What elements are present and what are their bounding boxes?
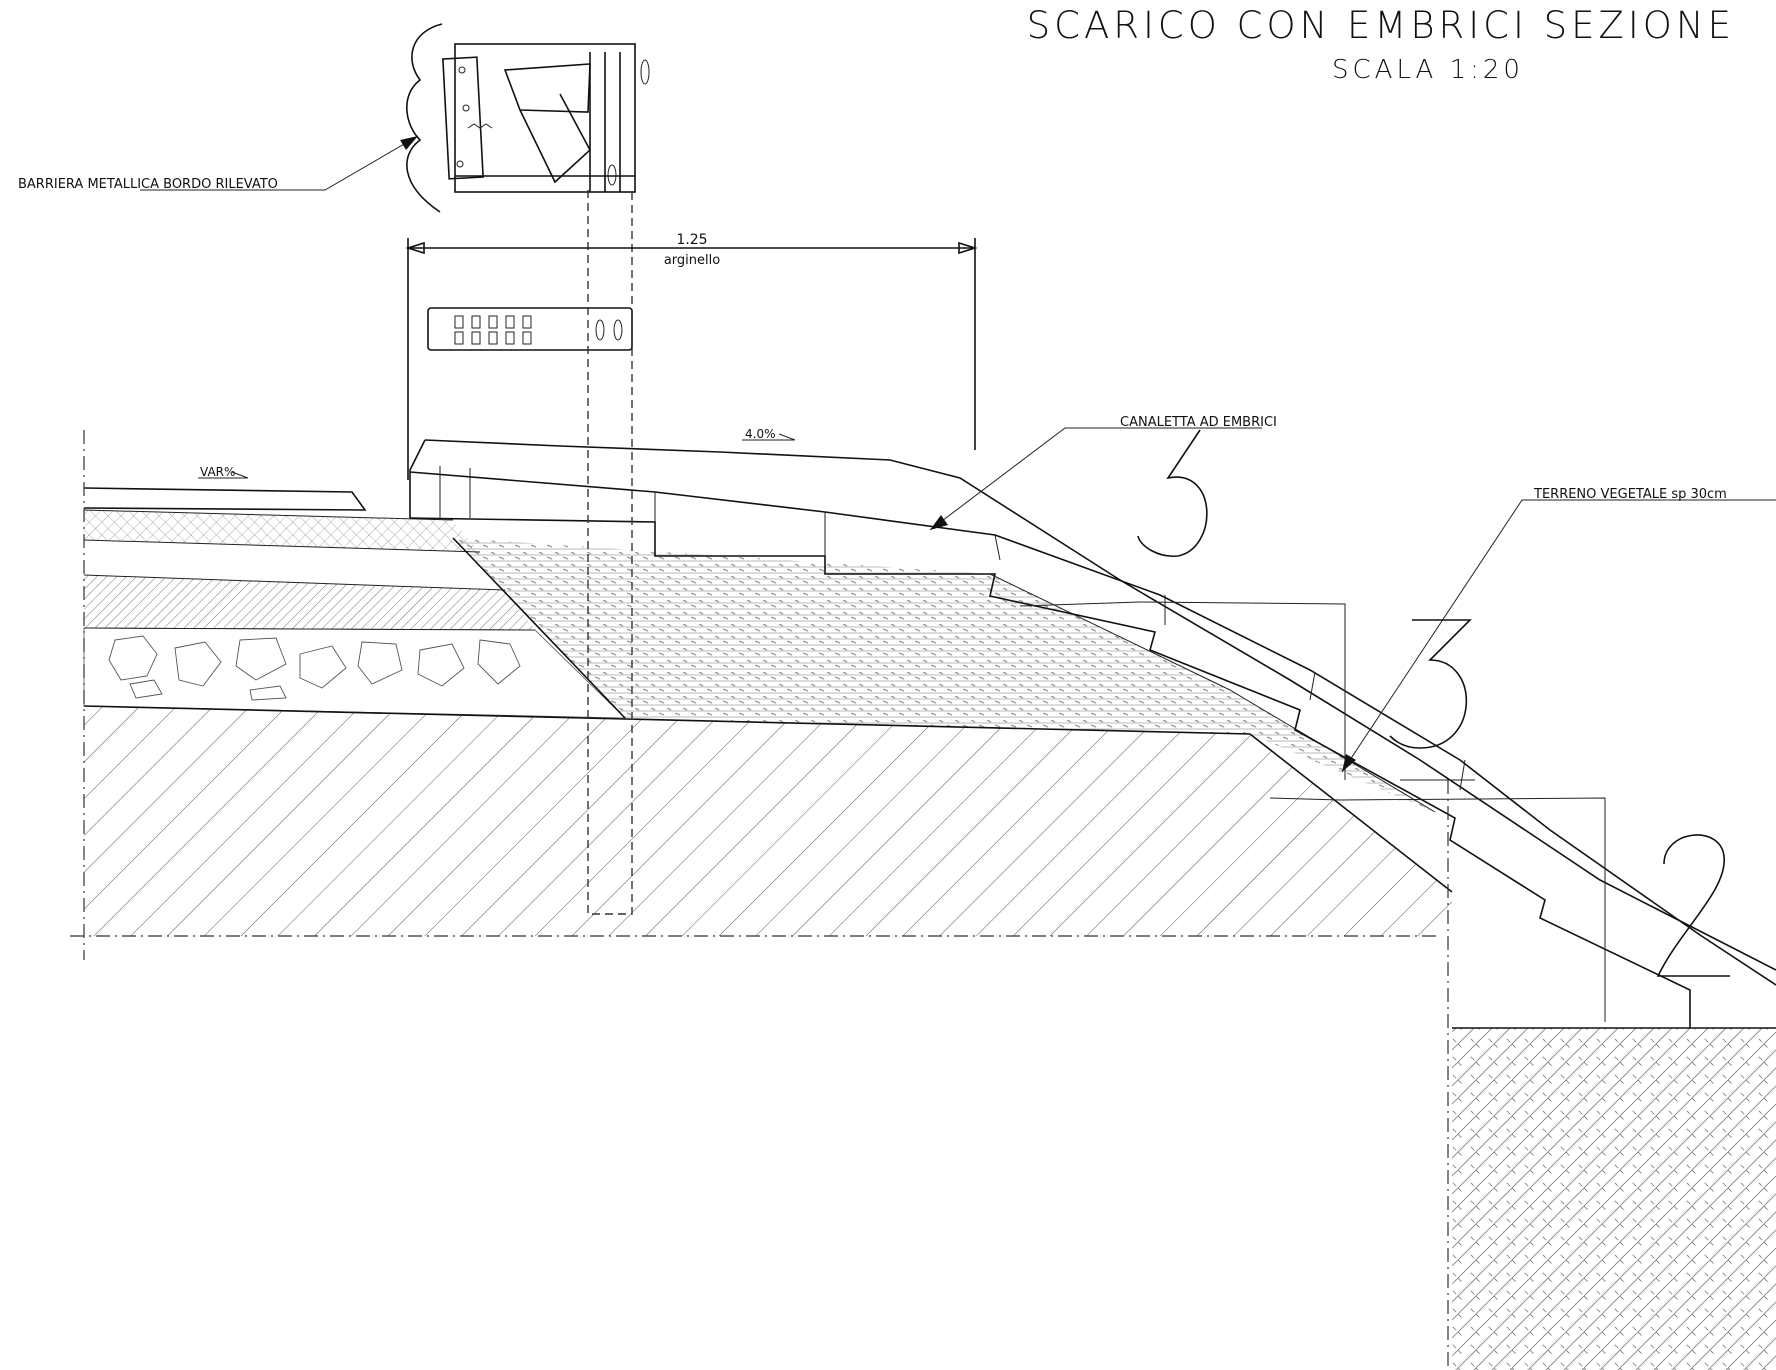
base-course-layer [84,510,480,552]
topsoil-label: TERRENO VEGETALE sp 30cm [1533,487,1727,502]
ground-layers [83,510,1776,1370]
slope-percent: 4.0% [742,427,796,441]
subgrade-hatch [84,706,1452,936]
embankment-fill [453,538,1435,812]
dimension-value: 1.25 [676,232,707,248]
section-marker-5 [1137,429,1208,557]
embrici-channel [409,439,1776,1028]
spacer-bracket [427,307,633,351]
barrier-callout: BARRIERA METALLICA BORDO RILEVATO [18,135,419,192]
dimension-name: arginello [664,253,720,268]
drawing-title: SCARICO CON EMBRICI SEZIONE [1027,4,1735,47]
slope-var: VAR% [198,465,249,479]
channel-callout: CANALETTA AD EMBRICI [929,415,1277,531]
ground-hatch-right [1452,1028,1776,1370]
topsoil-callout: TERRENO VEGETALE sp 30cm [1341,487,1776,773]
rubble-stones [108,635,521,701]
section-marker-3 [1389,619,1475,781]
section-marker-2 [1656,834,1730,977]
dimension-arginello: 1.25 arginello [405,232,978,480]
barrier-label: BARRIERA METALLICA BORDO RILEVATO [18,177,278,192]
slope-var-label: VAR% [200,465,235,479]
binder-layer [84,575,535,630]
channel-label: CANALETTA AD EMBRICI [1120,415,1277,430]
drawing-scale: SCALA 1:20 [1332,55,1524,85]
guardrail-barrier [406,23,650,213]
rubble-layer [83,627,627,719]
post-outline [587,190,633,915]
slope-percent-label: 4.0% [745,427,776,441]
